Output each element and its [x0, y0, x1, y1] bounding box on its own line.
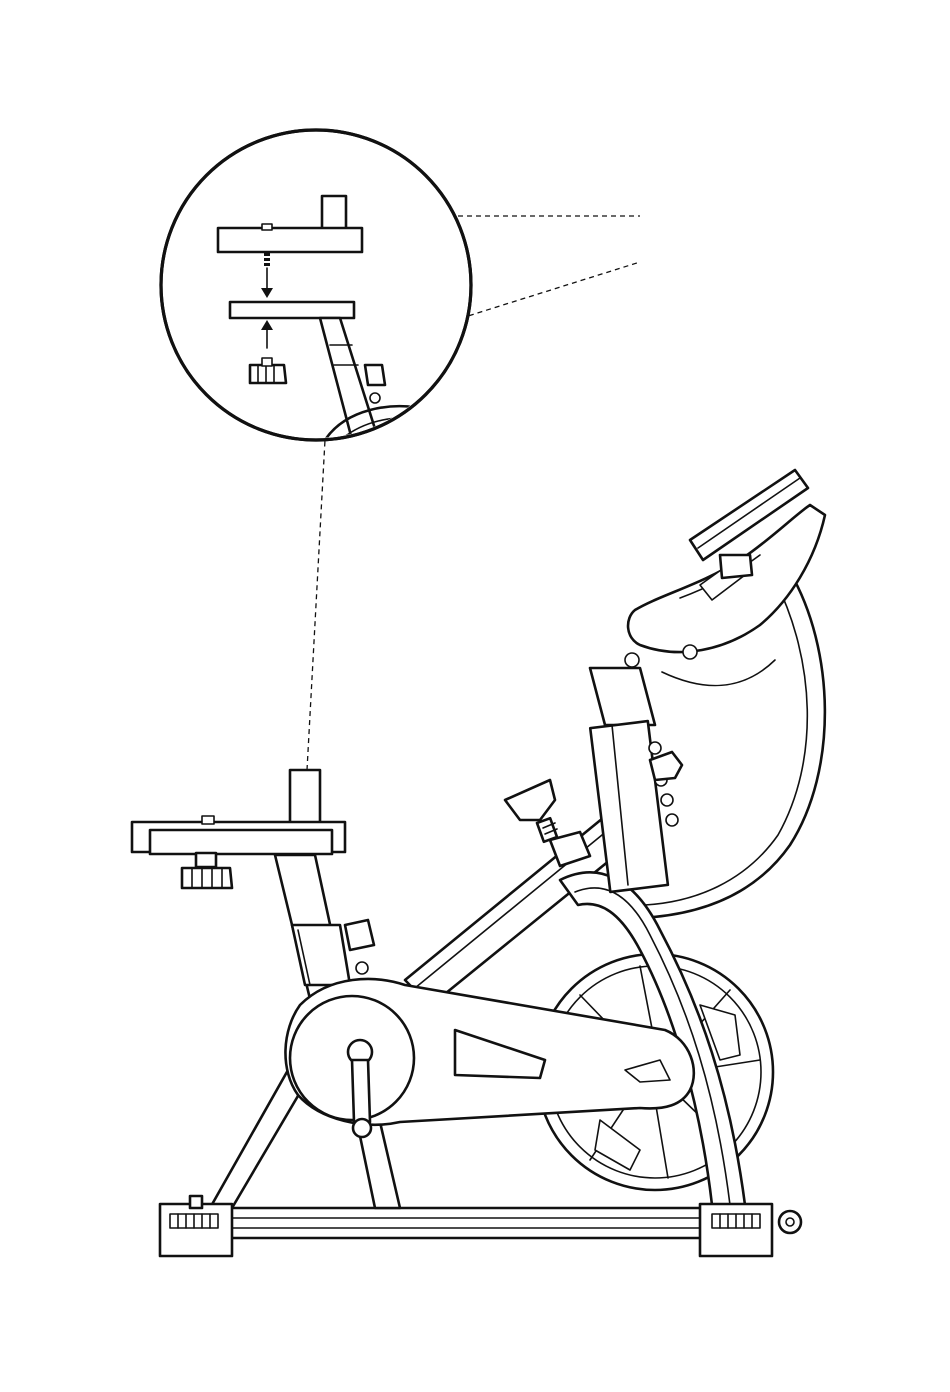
seat-knob — [182, 868, 232, 888]
stabilizer-foot-rear — [160, 1196, 232, 1256]
handlebar-adjust-knob — [650, 752, 682, 780]
detail-seat-knob — [250, 365, 286, 383]
callout-detail — [161, 130, 471, 470]
detail-clamp-plate — [230, 302, 354, 318]
stabilizer-foot-front — [700, 1204, 801, 1256]
base-rail — [190, 1208, 750, 1238]
detail-seat-rail-plate — [218, 228, 362, 252]
detail-seat-post — [322, 196, 346, 231]
seat-post — [290, 770, 320, 825]
resistance-knob — [505, 780, 590, 866]
seat-height-knob — [345, 920, 374, 950]
